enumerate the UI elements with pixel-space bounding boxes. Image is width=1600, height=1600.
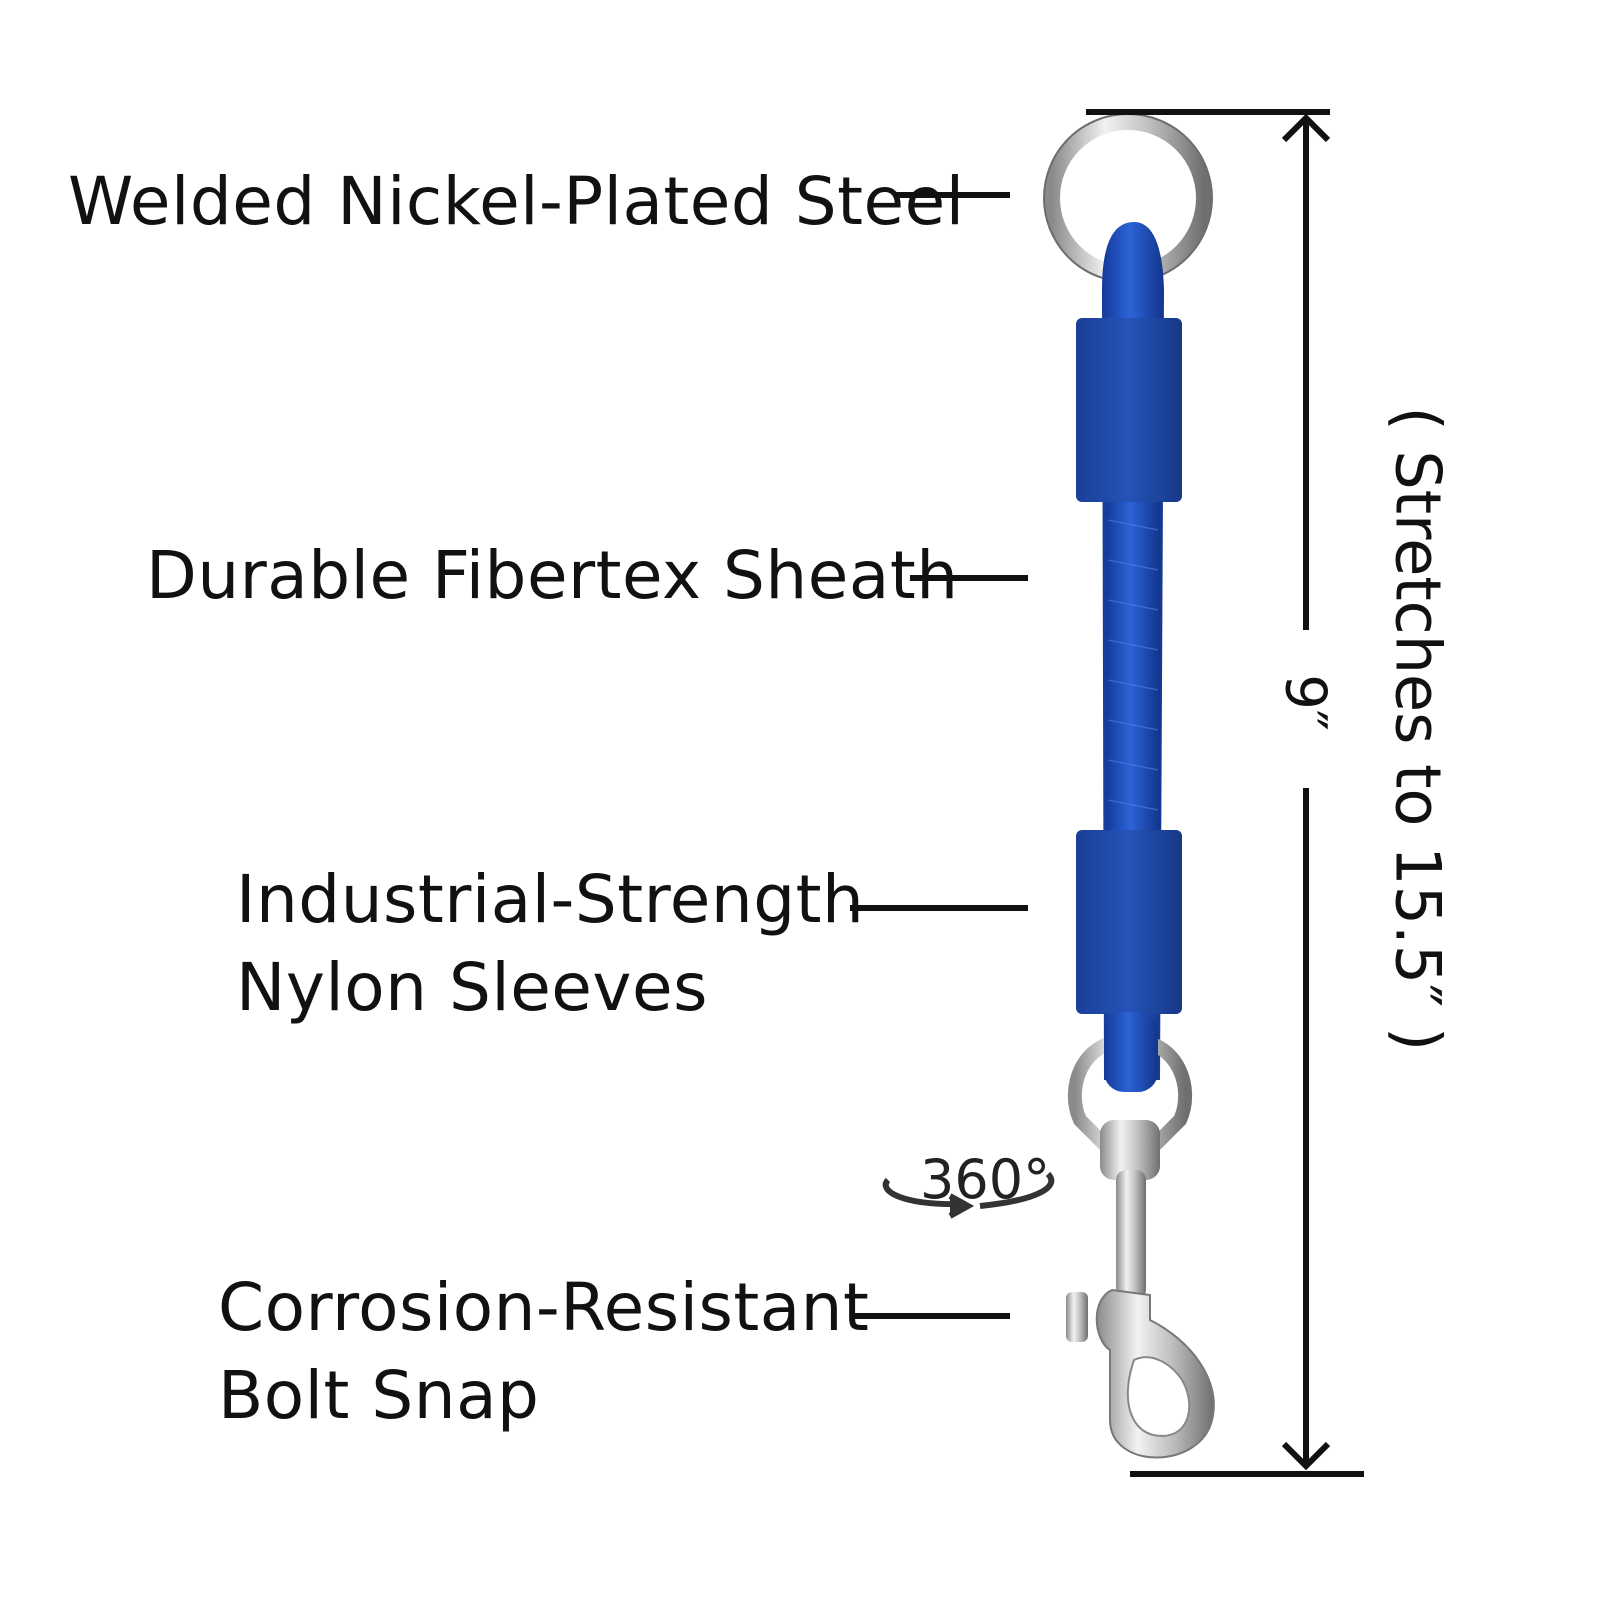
sheath-leader-line xyxy=(910,575,1028,581)
snap-label-line1: Corrosion-Resistant xyxy=(218,1269,870,1346)
ring-label: Welded Nickel-Plated Steel xyxy=(68,158,965,246)
sheath-label-text: Durable Fibertex Sheath xyxy=(146,537,959,614)
sleeves-label: Industrial-Strength Nylon Sleeves xyxy=(236,856,864,1032)
sleeves-leader-line xyxy=(850,905,1028,911)
dimension-lines xyxy=(1086,109,1364,1477)
snap-label-line2: Bolt Snap xyxy=(218,1357,540,1434)
top-sleeve xyxy=(1076,318,1182,502)
sleeves-label-line1: Industrial-Strength xyxy=(236,861,865,938)
bottom-sleeve xyxy=(1076,830,1182,1014)
snap-leader-line xyxy=(850,1313,1010,1319)
length-dimension-label: 9″ xyxy=(1272,674,1338,731)
bolt-snap xyxy=(1066,1120,1215,1459)
ring-leader-line xyxy=(896,192,1010,198)
ring-label-text: Welded Nickel-Plated Steel xyxy=(68,163,965,240)
sheath-label: Durable Fibertex Sheath xyxy=(146,532,959,620)
snap-label: Corrosion-Resistant Bolt Snap xyxy=(218,1264,869,1440)
rotation-arrow-icon xyxy=(882,1171,1055,1219)
sleeves-label-line2: Nylon Sleeves xyxy=(236,949,708,1026)
rotation-label: 360° xyxy=(920,1148,1051,1211)
stretch-dimension-label: ( Stretches to 15.5″ ) xyxy=(1381,406,1455,1052)
